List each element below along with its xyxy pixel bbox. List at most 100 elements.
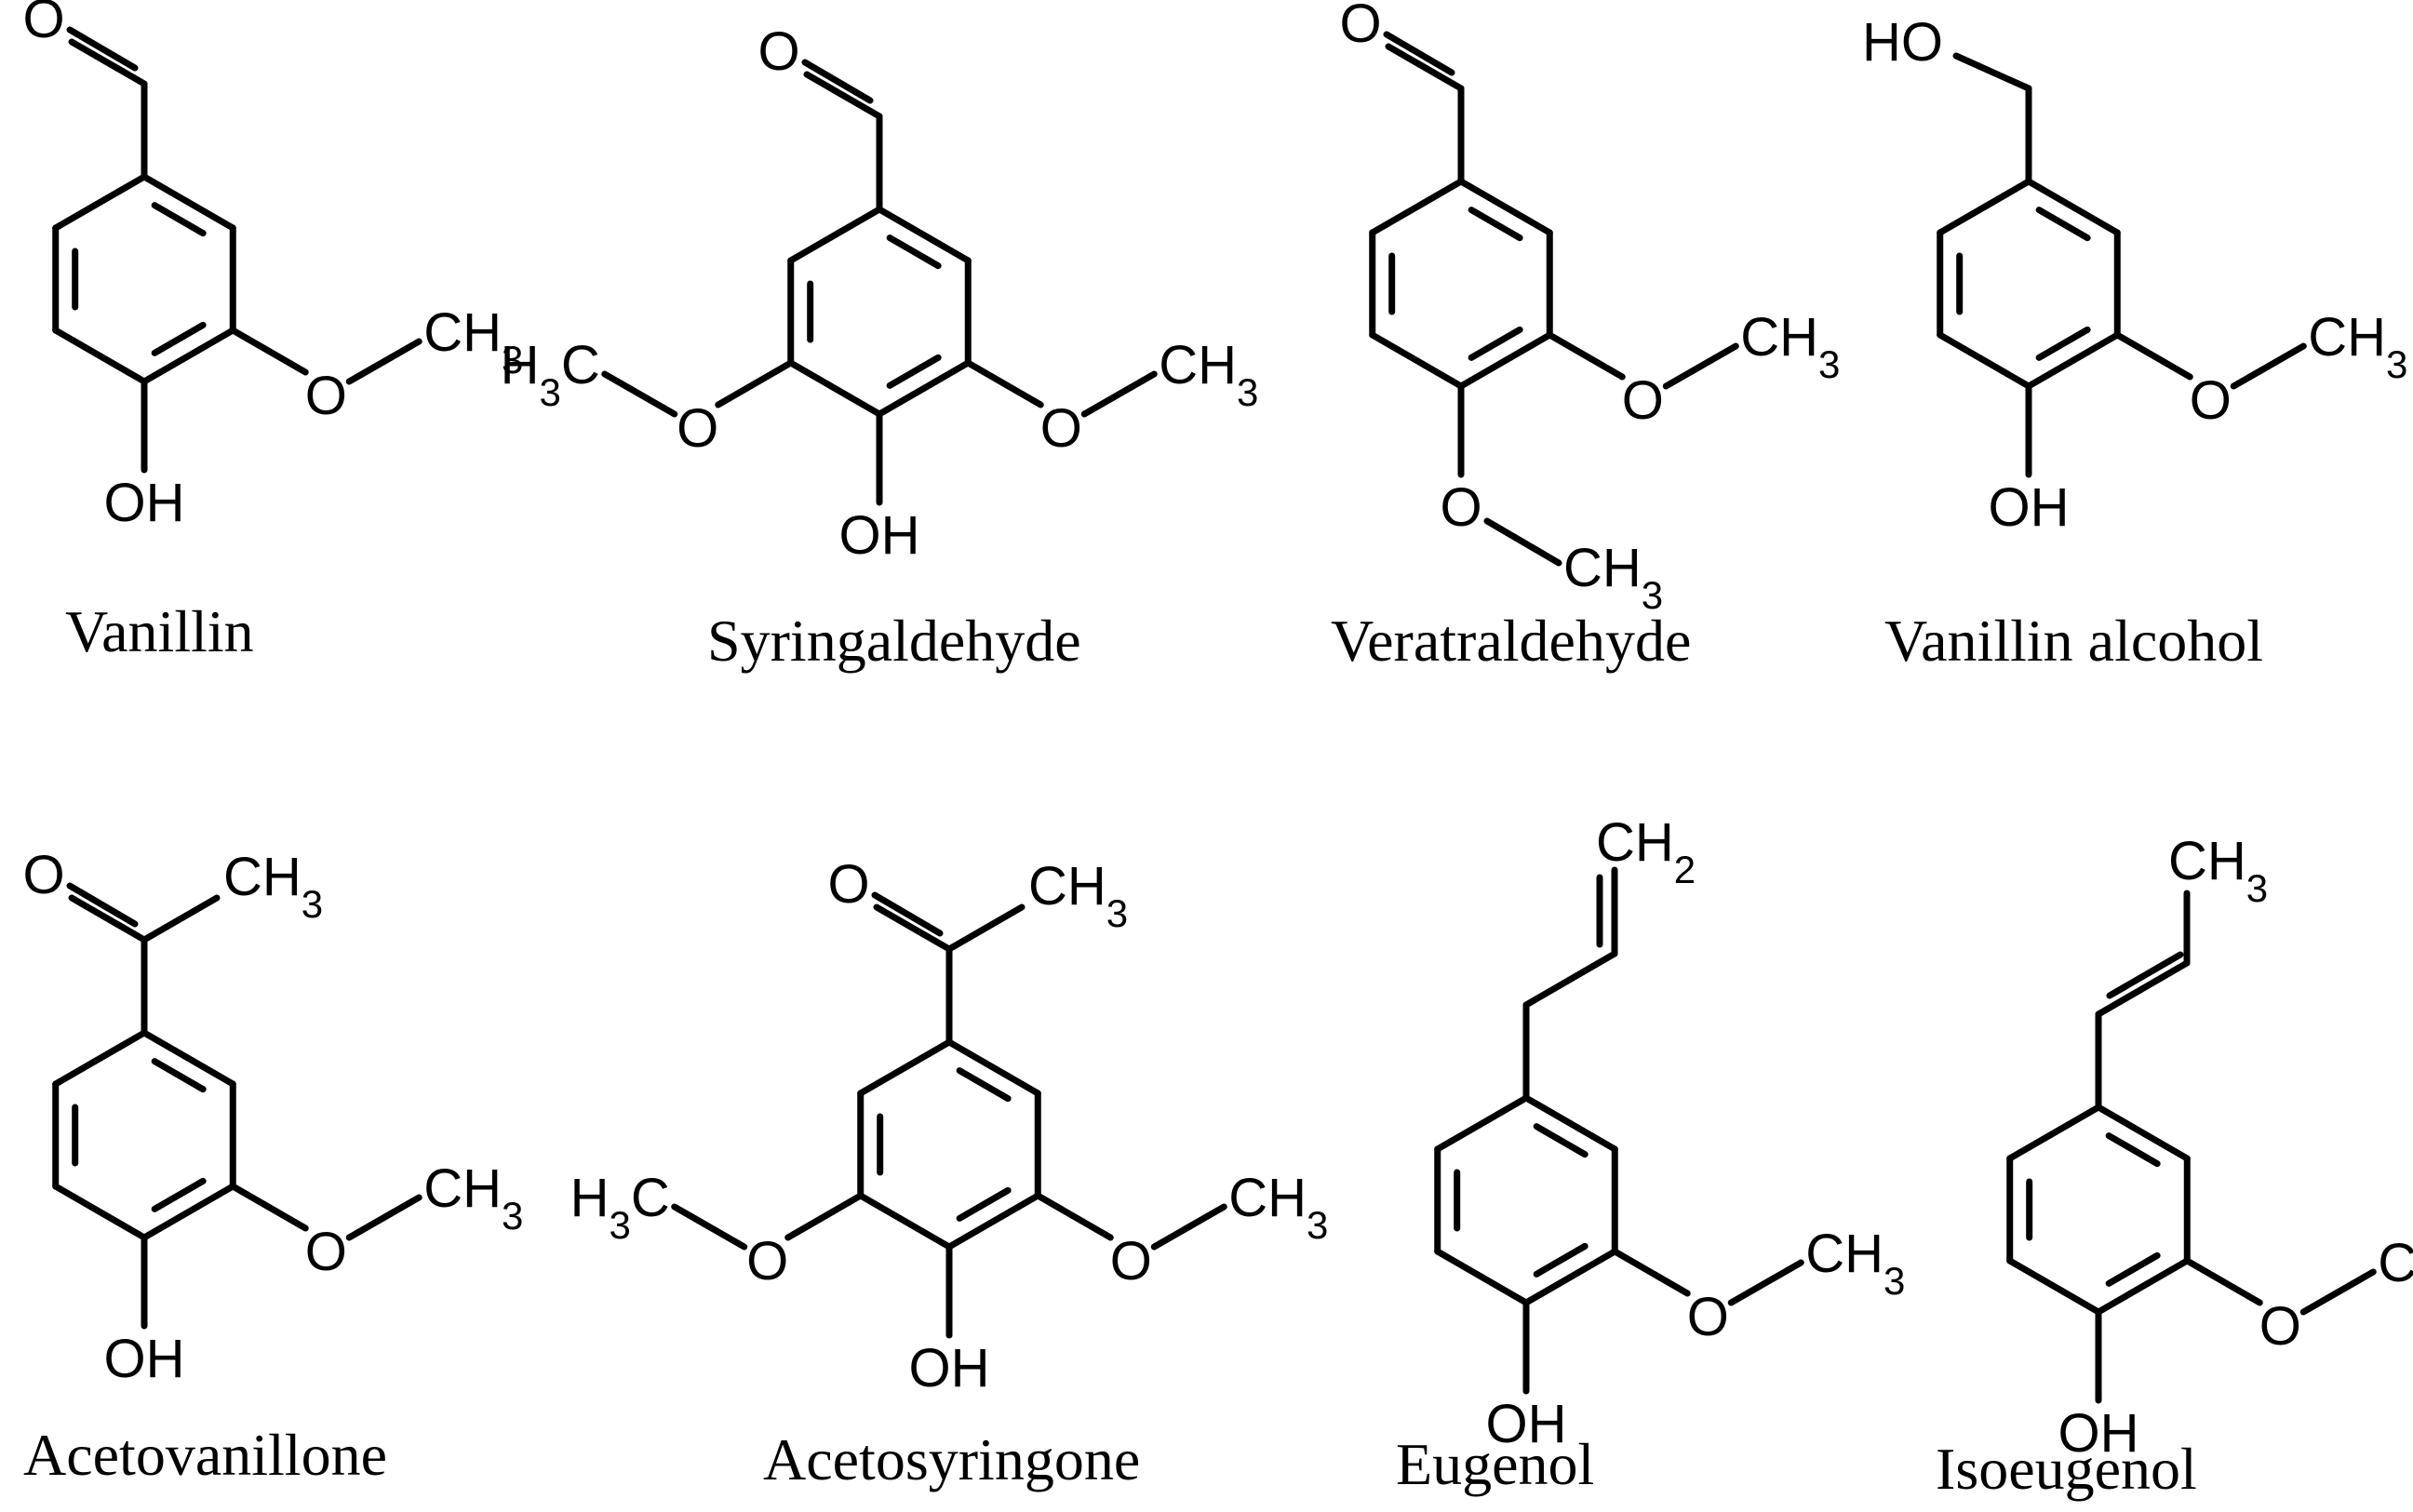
ring-bond [2025,178,2121,236]
ring-double-bond [2035,326,2091,361]
hydroxyl-label: HO [1862,12,1943,73]
methoxy-oxygen-label: O [677,398,718,459]
methyl-label: CH3 [1228,1168,1328,1247]
ring-double-bond [886,234,942,270]
carbonyl-bond [68,38,148,87]
methyl-bond [2299,1268,2377,1316]
carbonyl-oxygen-label: O [1339,0,1381,54]
hydroxyl-label: OH [909,1338,990,1398]
carbonyl-oxygen-label: O [827,854,869,915]
carbonyl-bond [801,59,874,104]
carbonyl-bond [1383,31,1455,76]
ring-bond [945,1038,1041,1097]
methyl-bond [671,1203,748,1251]
ring-double-bond [151,202,207,237]
ring-bond [787,206,883,264]
methyl-label: CH3 [2378,1233,2413,1312]
compound-8: OHOCH3CH3Isoeugenol [1936,831,2413,1502]
methylene-label: CH2 [1596,812,1696,891]
ring-bond [1457,331,1553,390]
methoxy-oxygen-label: O [305,366,347,426]
carbonyl-bond [66,882,139,928]
ring-double-bond [1468,326,1523,361]
methoxy-oxygen-label: O [2259,1296,2301,1357]
methyl-bond [345,1194,422,1241]
hydroxyl-label: OH [104,473,185,533]
propenyl-double-bond [2106,951,2184,999]
methoxy-oxygen-label: O [305,1222,347,1282]
methyl-label: CH3 [1028,856,1128,935]
methyl-label: CH3 [223,847,323,926]
ring-bond [141,327,236,385]
hydroxyl-label: OH [1486,1394,1567,1454]
ring-double-bond [1533,1123,1589,1158]
methyl-bond [1727,1259,1804,1306]
ring-bond [787,359,883,418]
ring-bond [141,173,236,232]
ring-double-bond [2105,1132,2161,1168]
ring-double-bond [886,354,942,389]
ring-bond [857,1192,953,1251]
ring-double-bond [151,321,207,356]
ring-bond [1937,178,2032,236]
methoxy-bond [964,359,1044,408]
methyl-label: CH3 [2168,831,2268,910]
ring-bond [141,1183,236,1241]
ring-double-bond [2105,1251,2161,1287]
methoxy-oxygen-label: O [1687,1287,1729,1347]
ring-bond [1457,178,1553,236]
methyl-label: H3C [501,335,600,414]
compound-name: Syringaldehyde [707,608,1081,674]
carbonyl-bond [66,26,139,72]
ring-double-bond [151,1177,207,1212]
methoxy-oxygen-label: O [1440,477,1481,538]
carbonyl-oxygen-label: O [22,845,64,905]
methoxy-bond [1611,1248,1691,1297]
ring-bond [2006,1104,2102,1162]
methyl-label: CH3 [423,302,523,381]
carbonyl-oxygen-label: O [757,21,799,82]
compound-name: Veratraldehyde [1331,608,1691,674]
carbonyl-bond [68,894,148,943]
ring-bond [1434,1248,1530,1306]
methyl-label: CH3 [1740,307,1840,386]
ring-bond [2025,331,2121,390]
methoxy-bond [229,327,309,376]
methoxy-oxygen-label: O [1040,398,1082,459]
methoxy-bond [784,1192,865,1241]
hydroxyl-label: OH [839,505,920,566]
methyl-label: CH3 [1563,538,1663,617]
methyl-bond [345,338,422,385]
carbonyl-oxygen-label: O [22,0,64,49]
methyl-bond [1150,1203,1227,1251]
methyl-label: CH3 [1159,335,1258,414]
ring-bond [945,1192,1041,1251]
compound-name: Acetosyringone [763,1426,1140,1492]
ring-bond [2095,1104,2191,1162]
methoxy-bond [1546,331,1626,381]
methyl-bond [1080,370,1158,418]
ring-bond [1522,1248,1618,1306]
methyl-label: CH3 [1805,1224,1905,1303]
compound-name: Isoeugenol [1936,1436,2197,1502]
ring-bond [2095,1257,2191,1316]
carbonyl-bond [873,903,953,953]
ring-bond [876,206,972,264]
ring-double-bond [1533,1242,1589,1278]
methoxy-bond [1034,1192,1114,1241]
methoxy-oxygen-label: O [2190,370,2232,431]
hydroxyl-bond [1952,52,2032,92]
methoxy-bond [2113,331,2193,381]
methoxy-oxygen-label: O [746,1231,788,1291]
compound-name: Eugenol [1396,1431,1594,1497]
ring-bond [2006,1257,2102,1316]
methoxy-oxygen-label: O [1110,1231,1152,1291]
methyl-label: H3C [570,1168,670,1247]
methyl-bond [141,894,221,943]
hydroxyl-label: OH [1989,477,2070,538]
